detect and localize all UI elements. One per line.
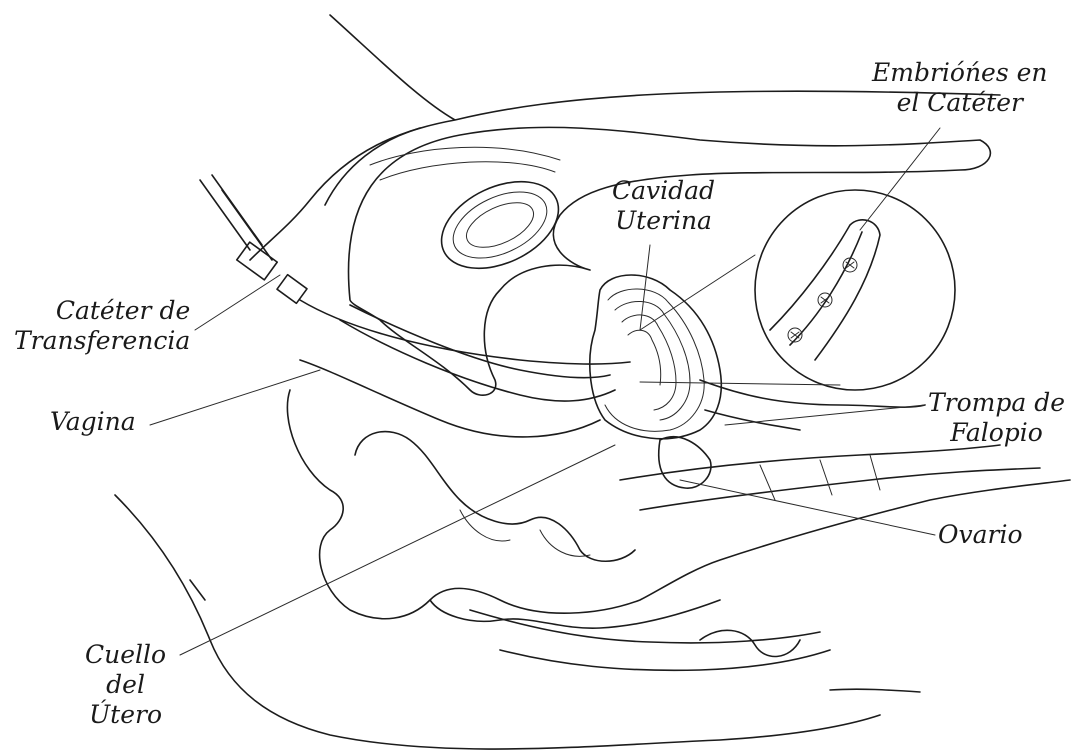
vaginal-canal	[350, 305, 610, 378]
label-tube-line2: Falopio	[928, 418, 1065, 448]
uterus	[590, 275, 722, 439]
leader-circle-to-uterus	[640, 382, 840, 385]
label-catheter-line2: Transferencia	[14, 326, 190, 356]
label-embryos-line2: el Catéter	[872, 88, 1048, 118]
label-tube-line1: Trompa de	[928, 388, 1065, 418]
leader-ovary	[680, 480, 935, 535]
lower-contour	[115, 495, 880, 749]
label-vagina: Vagina	[50, 407, 136, 437]
label-cervix-line2: del	[85, 670, 166, 700]
label-uterine-cavity: Cavidad Uterina	[612, 176, 715, 236]
bladder	[348, 127, 990, 395]
leader-embryos	[860, 128, 940, 230]
label-cervix-line3: Útero	[85, 700, 166, 730]
label-vagina-text: Vagina	[50, 407, 136, 437]
ovary-shape	[659, 437, 711, 488]
magnified-catheter	[755, 190, 955, 390]
label-catheter-line1: Catéter de	[14, 296, 190, 326]
pubic-bone	[428, 164, 573, 285]
leader-catheter	[195, 275, 280, 330]
rectum	[620, 445, 1000, 480]
label-cavity-line1: Cavidad	[612, 176, 715, 206]
label-embryos-line1: Embrióńes en	[872, 58, 1048, 88]
label-ovary: Ovario	[938, 520, 1023, 550]
leader-vagina	[150, 370, 320, 425]
label-ovary-text: Ovario	[938, 520, 1023, 550]
label-cervix-line1: Cuello	[85, 640, 166, 670]
leader-cavity	[640, 245, 650, 330]
fallopian-tube	[700, 380, 925, 407]
label-cavity-line2: Uterina	[612, 206, 715, 236]
label-fallopian-tube: Trompa de Falopio	[928, 388, 1065, 448]
label-embryos-in-catheter: Embrióńes en el Catéter	[872, 58, 1048, 118]
leader-cavity-to-circle	[640, 255, 755, 330]
leader-tube	[725, 405, 925, 425]
label-transfer-catheter: Catéter de Transferencia	[14, 296, 190, 356]
label-cervix: Cuello del Útero	[85, 640, 166, 730]
